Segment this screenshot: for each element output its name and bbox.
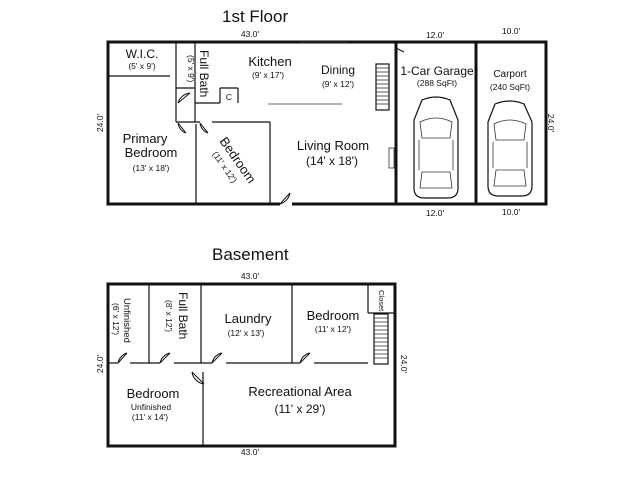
room-bs-bedroom-name: Bedroom [307, 308, 360, 323]
room-primary-size: (13' x 18') [133, 163, 170, 173]
room-kitchen-name: Kitchen [248, 54, 291, 69]
ff-exterior-walls [106, 40, 548, 206]
room-living-size: (14' x 18') [306, 154, 358, 168]
room-unfinished-name: Unfinished [121, 298, 132, 343]
room-dining-size: (9' x 12') [322, 79, 354, 89]
car-icon-garage [413, 96, 459, 199]
room-laundry-name: Laundry [225, 311, 272, 326]
room-primary-name-2: Bedroom [125, 145, 178, 160]
room-bs-bath-name: Full Bath [176, 292, 190, 339]
ff-stairs [375, 63, 395, 169]
ff-dim-left: 24.0' [95, 114, 105, 133]
room-dining-name: Dining [321, 63, 355, 77]
ff-interior-walls [108, 41, 347, 204]
room-wic-size: (5' x 9') [128, 61, 156, 71]
room-carport-name: Carport [493, 69, 527, 80]
room-wic-name: W.I.C. [126, 47, 159, 61]
room-closet: Closet [377, 290, 386, 312]
ff-dim-bottom-carport: 10.0' [502, 207, 521, 217]
room-bs-bedroom-unf-size: (11' x 14') [132, 412, 168, 422]
ff-dim-top-carport: 10.0' [502, 26, 521, 36]
room-bs-bedroom-unf-name: Bedroom [127, 386, 180, 401]
room-rec-size: (11' x 29') [274, 402, 325, 416]
room-carport-size: (240 SqFt) [490, 82, 530, 92]
room-closet-c: C [226, 92, 232, 102]
room-bs-bedroom-size: (11' x 12') [315, 324, 351, 334]
room-living-name: Living Room [297, 138, 369, 153]
room-kitchen-size: (9' x 17') [252, 70, 284, 80]
room-rec-name: Recreational Area [248, 384, 352, 399]
bs-exterior-walls [106, 282, 397, 448]
bs-dim-top: 43.0' [241, 271, 260, 281]
bs-interior-walls [108, 284, 395, 446]
room-ff-bath-size: (5' x 9') [186, 55, 196, 83]
room-bs-bath-size: (8' x 12') [164, 300, 174, 332]
room-ff-bath-name: Full Bath [197, 50, 211, 97]
ff-dim-top-garage: 12.0' [426, 30, 445, 40]
room-garage-size: (288 SqFt) [417, 78, 457, 88]
bs-dim-right: 24.0' [399, 355, 409, 374]
bs-dim-left: 24.0' [95, 355, 105, 374]
room-garage-name: 1-Car Garage [400, 64, 474, 78]
ff-dim-top-main: 43.0' [241, 29, 260, 39]
bs-dim-bottom: 43.0' [241, 447, 260, 457]
ff-doors [177, 47, 405, 205]
first-floor-title: 1st Floor [222, 7, 288, 26]
basement-title: Basement [212, 245, 289, 264]
bs-doors [117, 352, 311, 385]
room-bs-bedroom-unf-sub: Unfinished [131, 402, 171, 412]
ff-dim-bottom-garage: 12.0' [426, 208, 445, 218]
room-laundry-size: (12' x 13') [228, 328, 265, 338]
room-unfinished-size: (6' x 12') [111, 303, 121, 335]
ff-dim-right: 24.0' [546, 114, 556, 133]
bs-stairs [373, 313, 389, 365]
room-primary-name-1: Primary [123, 131, 168, 146]
car-icon-carport [487, 100, 533, 197]
